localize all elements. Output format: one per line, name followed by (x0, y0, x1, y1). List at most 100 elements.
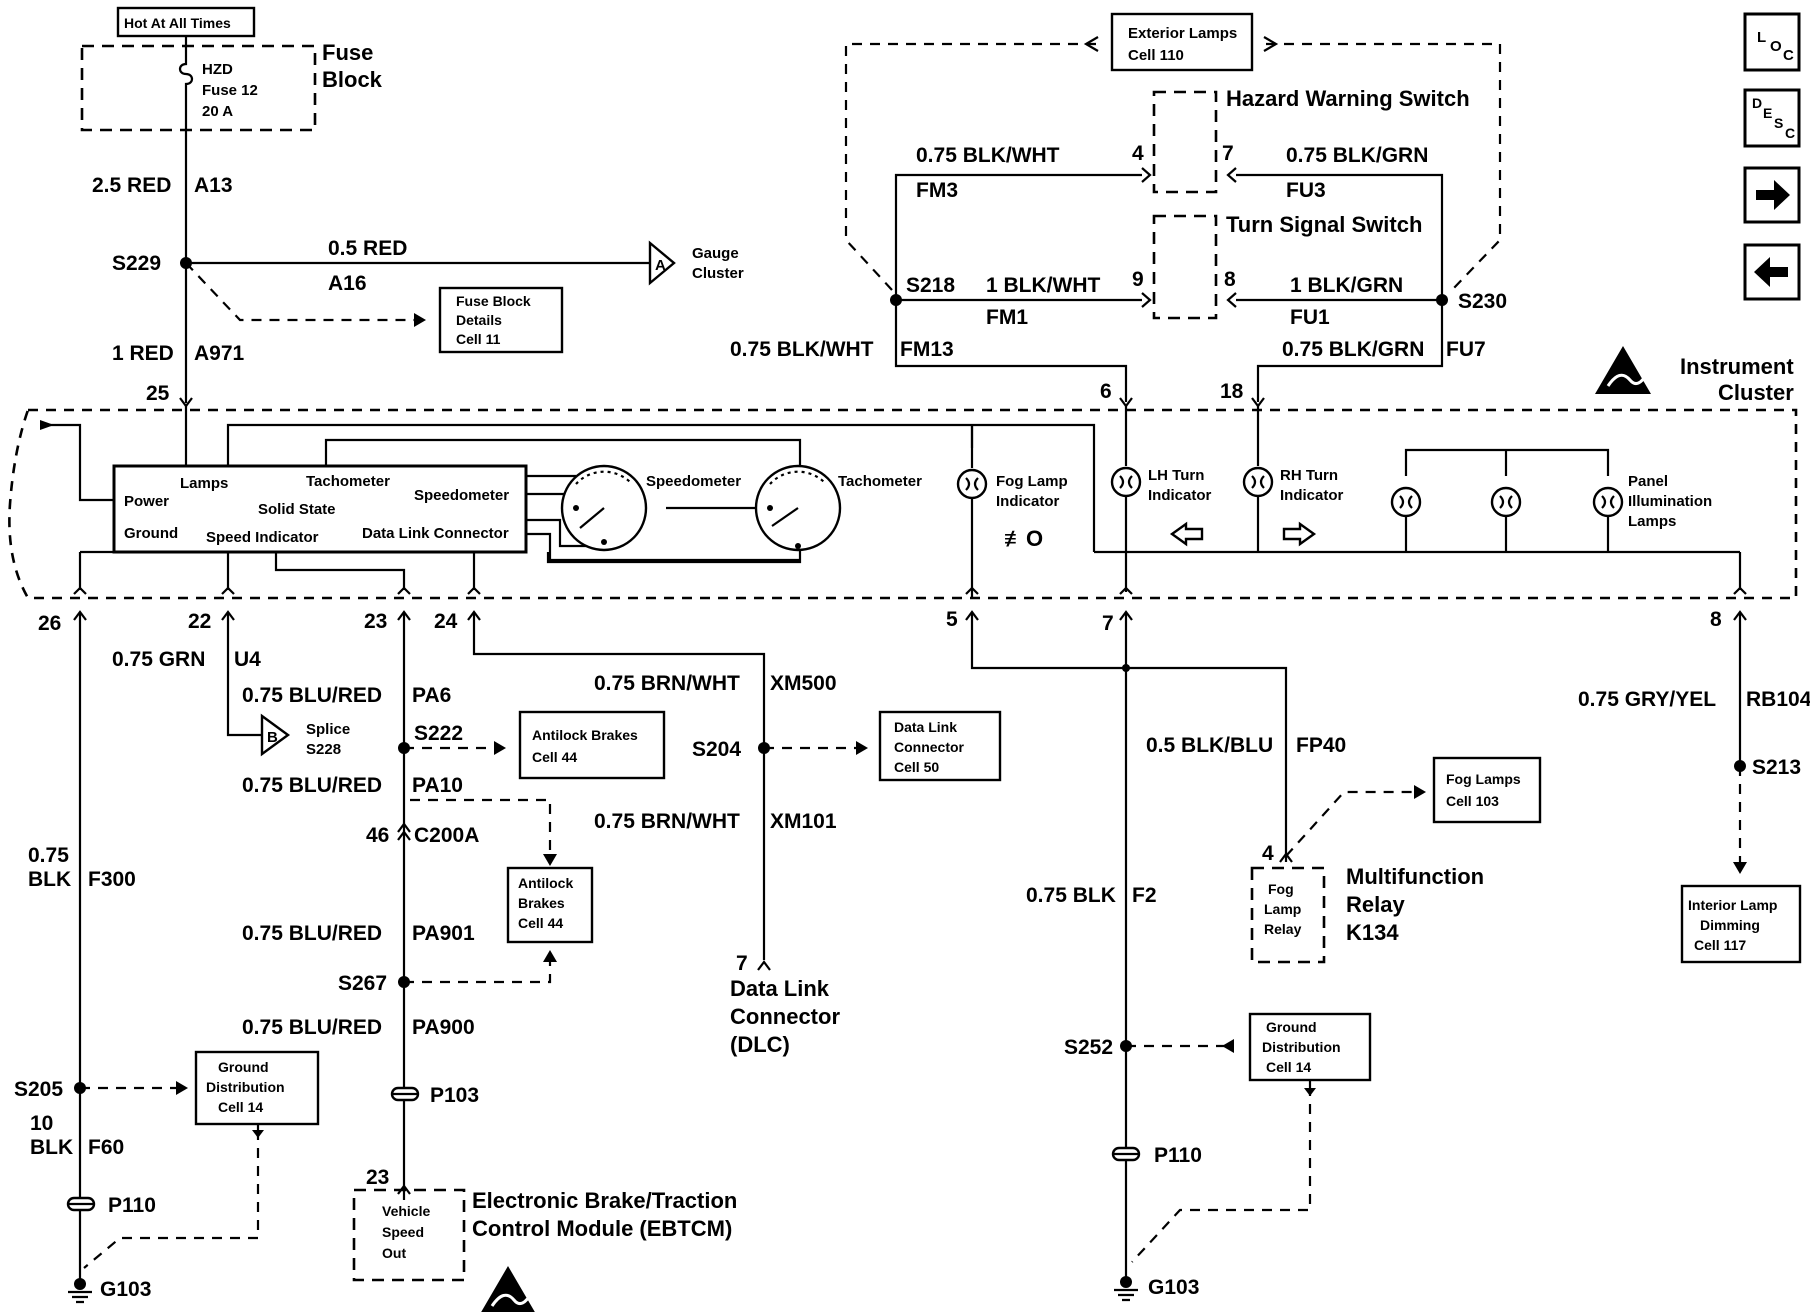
svg-text:1 BLK/GRN: 1 BLK/GRN (1290, 274, 1403, 297)
panel-lamp-1 (1390, 486, 1422, 552)
svg-text:Indicator: Indicator (1148, 487, 1212, 504)
svg-text:Power: Power (124, 493, 169, 510)
svg-text:Lamps: Lamps (180, 475, 228, 492)
svg-text:PA6: PA6 (412, 684, 451, 707)
antilock-brakes-ref-2[interactable]: Antilock Brakes Cell 44 (506, 866, 594, 944)
svg-text:Illumination: Illumination (1628, 493, 1712, 510)
svg-text:22: 22 (188, 610, 211, 633)
svg-text:FU3: FU3 (1286, 179, 1326, 202)
svg-text:Indicator: Indicator (996, 493, 1060, 510)
svg-text:P103: P103 (430, 1084, 479, 1107)
fuse-block-outline (80, 44, 317, 132)
svg-text:RH Turn: RH Turn (1280, 467, 1338, 484)
svg-text:25: 25 (146, 382, 170, 405)
hot-at-all-times-box: Hot At All Times (116, 6, 256, 38)
svg-text:0.75 BLU/RED: 0.75 BLU/RED (242, 922, 382, 945)
svg-text:Data Link Connector: Data Link Connector (362, 525, 509, 542)
prev-page-button[interactable] (1743, 243, 1801, 301)
multifunction-relay-title: Multifunction Relay K134 (1346, 864, 1490, 945)
data-link-connector-ref[interactable]: Data Link Connector Cell 50 (878, 710, 1002, 782)
svg-text:FM13: FM13 (900, 338, 954, 361)
svg-text:8: 8 (1224, 268, 1236, 291)
svg-text:S222: S222 (414, 722, 463, 745)
fuse-block-details-ref[interactable]: Fuse Block Details Cell 11 (438, 286, 564, 354)
left-arrow-icon (1754, 257, 1788, 287)
svg-text:S218: S218 (906, 274, 955, 297)
svg-text:Fuse 12: Fuse 12 (202, 82, 258, 99)
svg-text:C200A: C200A (414, 824, 479, 847)
svg-text:0.75 GRY/YEL: 0.75 GRY/YEL (1578, 688, 1716, 711)
fog-lamp-relay: Fog Lamp Relay (1250, 866, 1326, 964)
svg-text:FP40: FP40 (1296, 734, 1346, 757)
svg-text:8: 8 (1710, 608, 1722, 631)
svg-text:C: C (1783, 47, 1794, 64)
svg-text:7: 7 (1102, 612, 1114, 635)
svg-text:XM500: XM500 (770, 672, 837, 695)
svg-text:S228: S228 (306, 741, 341, 758)
esd-warning-icon (1595, 346, 1651, 394)
svg-text:Fuse Block: Fuse Block (456, 293, 531, 309)
svg-text:BLK: BLK (28, 868, 71, 891)
svg-text:0.75: 0.75 (28, 844, 69, 867)
svg-text:5: 5 (946, 608, 958, 631)
fog-lamps-ref[interactable]: Fog Lamps Cell 103 (1432, 756, 1542, 824)
svg-text:S230: S230 (1458, 290, 1507, 313)
svg-text:Speed Indicator: Speed Indicator (206, 529, 319, 546)
antilock-brakes-ref-1[interactable]: Antilock Brakes Cell 44 (518, 710, 666, 780)
svg-text:0.75 BLK: 0.75 BLK (1026, 884, 1116, 907)
svg-text:Antilock Brakes: Antilock Brakes (532, 727, 638, 743)
svg-text:E: E (1763, 105, 1772, 121)
svg-text:23: 23 (366, 1166, 389, 1189)
svg-text:Cell 11: Cell 11 (456, 331, 501, 347)
next-page-button[interactable] (1743, 166, 1801, 224)
svg-text:S267: S267 (338, 972, 387, 995)
svg-text:0.75 BLU/RED: 0.75 BLU/RED (242, 774, 382, 797)
svg-text:0.75 BRN/WHT: 0.75 BRN/WHT (594, 810, 740, 833)
svg-text:B: B (267, 729, 278, 746)
svg-text:18: 18 (1220, 380, 1244, 403)
svg-text:Hazard Warning Switch: Hazard Warning Switch (1226, 86, 1470, 111)
interior-lamp-dimming-ref[interactable]: Interior Lamp Dimming Cell 117 (1680, 884, 1802, 964)
svg-text:S213: S213 (1752, 756, 1801, 779)
svg-text:0.75 BLK/WHT: 0.75 BLK/WHT (916, 144, 1060, 167)
desc-button[interactable]: D E S C (1743, 88, 1801, 148)
vehicle-speed-out-module: Vehicle Speed Out (352, 1188, 466, 1282)
svg-text:0.75 BLK/GRN: 0.75 BLK/GRN (1282, 338, 1424, 361)
ground-distribution-ref-right[interactable]: Ground Distribution Cell 14 (1248, 1012, 1372, 1082)
svg-text:Lamps: Lamps (1628, 513, 1676, 530)
svg-text:26: 26 (38, 612, 61, 635)
svg-text:Tachometer: Tachometer (306, 473, 390, 490)
fog-lamp-indicator: Fog Lamp Indicator ≢O (956, 425, 1068, 598)
svg-text:0.75 BLU/RED: 0.75 BLU/RED (242, 684, 382, 707)
svg-text:Fog Lamp: Fog Lamp (996, 473, 1068, 490)
svg-text:A16: A16 (328, 272, 367, 295)
svg-text:Cluster: Cluster (692, 265, 744, 282)
exterior-lamps-ref[interactable]: Exterior Lamps Cell 110 (1110, 12, 1254, 72)
fuse-symbol (178, 48, 194, 130)
svg-text:23: 23 (364, 610, 387, 633)
svg-text:Lamp: Lamp (1264, 901, 1301, 917)
svg-text:G103: G103 (100, 1278, 151, 1301)
svg-text:Details: Details (456, 312, 502, 328)
svg-text:Vehicle: Vehicle (382, 1203, 430, 1219)
lh-turn-indicator: LH Turn Indicator (1110, 406, 1212, 592)
svg-text:1 RED: 1 RED (112, 342, 174, 365)
svg-text:S205: S205 (14, 1078, 63, 1101)
svg-text:Speedometer: Speedometer (646, 473, 741, 490)
svg-text:Data Link: Data Link (894, 719, 957, 735)
svg-text:10: 10 (30, 1112, 53, 1135)
rh-turn-indicator: RH Turn Indicator (1242, 406, 1344, 552)
dlc-title: Data Link Connector (DLC) (730, 976, 846, 1057)
svg-text:Turn Signal Switch: Turn Signal Switch (1226, 212, 1422, 237)
loc-button[interactable]: L O C (1743, 12, 1801, 72)
svg-text:Solid State: Solid State (258, 501, 336, 518)
svg-text:Speed: Speed (382, 1224, 424, 1240)
ground-distribution-ref-left[interactable]: Ground Distribution Cell 14 (194, 1050, 320, 1126)
svg-text:LH Turn: LH Turn (1148, 467, 1204, 484)
lh-arrow-icon (1169, 521, 1204, 547)
svg-text:O: O (1770, 38, 1782, 55)
svg-text:Cell 110: Cell 110 (1128, 47, 1184, 64)
svg-text:0.75 GRN: 0.75 GRN (112, 648, 205, 671)
svg-text:Out: Out (382, 1245, 406, 1261)
svg-text:P110: P110 (108, 1194, 156, 1217)
